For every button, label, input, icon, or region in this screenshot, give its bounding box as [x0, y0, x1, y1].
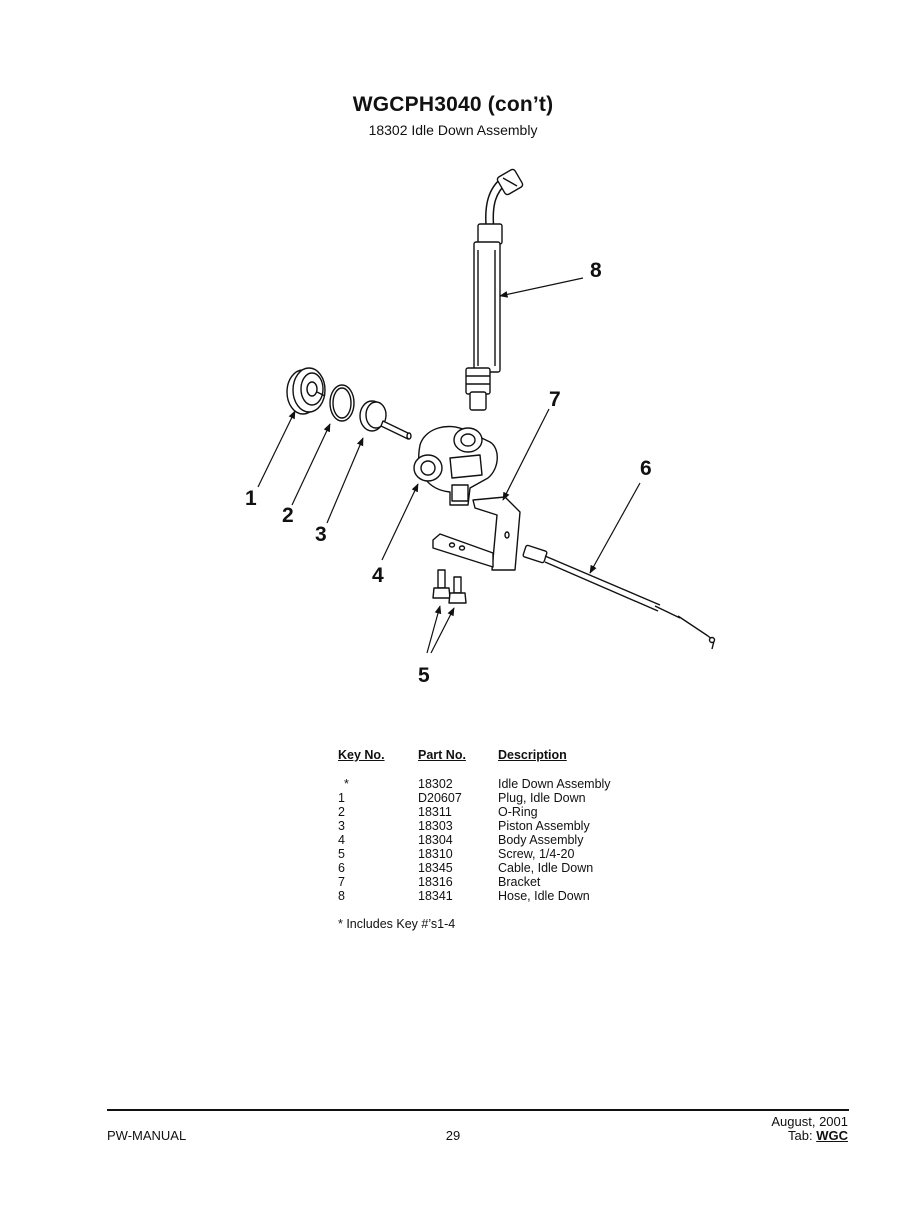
row-part: 18303: [418, 819, 453, 833]
footer-page-number: 29: [445, 1128, 461, 1143]
row-description: Plug, Idle Down: [498, 791, 586, 805]
parts-table-header: Key No. Part No. Description: [338, 748, 698, 762]
row-part: 18316: [418, 875, 453, 889]
piston-part: [359, 400, 412, 440]
table-row: 7 18316 Bracket: [338, 875, 698, 889]
header-description: Description: [498, 748, 567, 762]
row-description: Bracket: [498, 875, 541, 889]
table-row: 5 18310 Screw, 1/4-20: [338, 847, 698, 861]
body-part: [413, 425, 498, 506]
row-key: 2: [338, 805, 345, 819]
footer-tab-label: Tab:: [788, 1128, 813, 1143]
bracket-part: [432, 496, 521, 571]
plug-part: [286, 367, 326, 415]
table-row: 3 18303 Piston Assembly: [338, 819, 698, 833]
footer-tab-code: WGC: [816, 1128, 848, 1143]
table-row: * 18302 Idle Down Assembly: [338, 777, 698, 791]
callout-4: 4: [372, 564, 384, 587]
header-key-no: Key No.: [338, 748, 385, 762]
row-key: 1: [338, 791, 345, 805]
screw-part: [432, 569, 467, 604]
cable-part: [522, 544, 716, 650]
row-description: Piston Assembly: [498, 819, 590, 833]
table-row: 4 18304 Body Assembly: [338, 833, 698, 847]
footer-divider: [107, 1109, 849, 1111]
callout-8: 8: [590, 259, 602, 282]
footer-tab: Tab: WGC: [771, 1129, 848, 1143]
table-row: 6 18345 Cable, Idle Down: [338, 861, 698, 875]
row-part: 18341: [418, 889, 453, 903]
row-key: *: [344, 777, 349, 791]
header-part-no: Part No.: [418, 748, 466, 762]
page-subtitle: 18302 Idle Down Assembly: [368, 122, 538, 138]
table-row: 8 18341 Hose, Idle Down: [338, 889, 698, 903]
row-part: 18311: [418, 805, 452, 819]
row-part: 18310: [418, 847, 453, 861]
row-key: 6: [338, 861, 345, 875]
row-key: 8: [338, 889, 345, 903]
row-key: 5: [338, 847, 345, 861]
row-key: 7: [338, 875, 345, 889]
row-description: Body Assembly: [498, 833, 584, 847]
row-description: Cable, Idle Down: [498, 861, 594, 875]
hose-part: [465, 168, 524, 411]
row-key: 3: [338, 819, 345, 833]
callout-7: 7: [549, 388, 561, 411]
page-title: WGCPH3040 (con’t): [352, 93, 554, 116]
footer-manual-name: PW-MANUAL: [107, 1128, 187, 1143]
callout-5: 5: [418, 664, 430, 687]
row-key: 4: [338, 833, 345, 847]
o-ring-part: [329, 384, 355, 422]
callout-2: 2: [282, 504, 294, 527]
row-part: 18304: [418, 833, 453, 847]
row-description: Hose, Idle Down: [498, 889, 590, 903]
table-footnote: * Includes Key #’s1-4: [338, 917, 456, 931]
callout-6: 6: [640, 457, 652, 480]
row-description: O-Ring: [498, 805, 538, 819]
callout-1: 1: [245, 487, 257, 510]
footer-date: August, 2001: [771, 1114, 848, 1129]
callout-3: 3: [315, 523, 327, 546]
parts-table: Key No. Part No. Description * 18302 Idl…: [338, 748, 698, 931]
row-description: Screw, 1/4-20: [498, 847, 575, 861]
row-description: Idle Down Assembly: [498, 777, 611, 791]
footer-date-tab: August, 2001 Tab: WGC: [771, 1115, 848, 1143]
row-part: 18345: [418, 861, 453, 875]
row-part: D20607: [418, 791, 462, 805]
exploded-parts-diagram: 1 2 3 4 5 6 7 8: [245, 168, 716, 687]
table-row: 2 18311 O-Ring: [338, 805, 698, 819]
table-row: 1 D20607 Plug, Idle Down: [338, 791, 698, 805]
row-part: 18302: [418, 777, 453, 791]
